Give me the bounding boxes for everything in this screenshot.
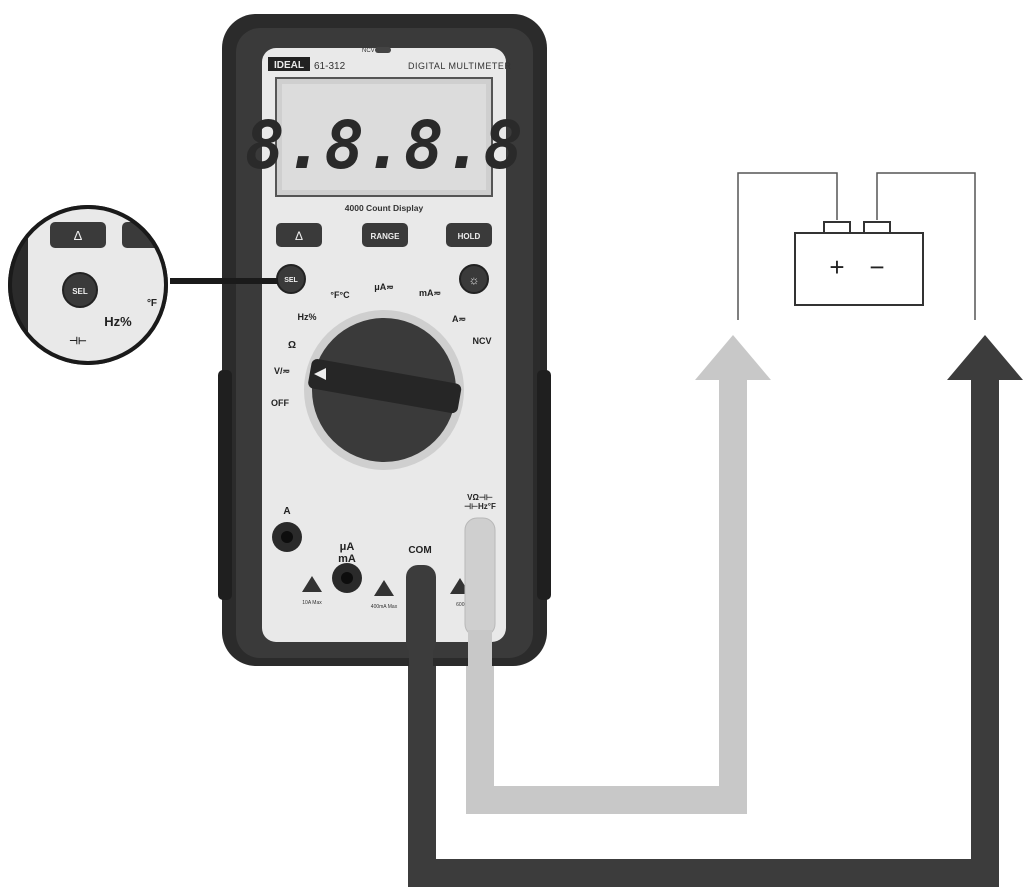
dial-label-off: OFF — [271, 398, 289, 408]
battery: + − — [737, 172, 976, 320]
brand-logo — [268, 57, 310, 71]
dial-label-ncv: NCV — [472, 336, 491, 346]
ncv-led — [375, 47, 391, 53]
jack-label-amps: A — [283, 506, 290, 517]
dial-label-ma: mA≂ — [419, 288, 441, 298]
lcd-reading: 8.8.8.8 — [245, 107, 523, 184]
jack-label-volts: VΩ⊣⊢⊣⊢Hz°F — [464, 492, 496, 511]
dial-pointer-arrow — [314, 368, 326, 380]
zoom-inset: Δ SEL Hz% °F ⊣⊢ — [8, 205, 168, 365]
inset-temp-label: °F — [147, 298, 157, 309]
backlight-button[interactable] — [459, 264, 489, 294]
com-lead-plug — [406, 565, 436, 655]
ncv-indicator-label: NCV — [362, 48, 375, 54]
warning-icon-center — [374, 580, 394, 596]
inset-delta-button — [50, 222, 106, 248]
battery-minus-label: − — [869, 252, 884, 282]
range-button-label: RANGE — [371, 232, 401, 241]
battery-body — [794, 232, 924, 306]
backlight-icon: ☼ — [469, 273, 480, 287]
dial-label-ua: μA≂ — [374, 282, 394, 292]
sel-button-label: SEL — [284, 277, 298, 284]
battery-terminal-negative — [863, 221, 891, 234]
dial-label-volts: V/≂ — [274, 366, 290, 376]
delta-button[interactable] — [276, 223, 322, 247]
product-name: DIGITAL MULTIMETER — [408, 61, 511, 71]
jack-label-com: COM — [408, 545, 431, 556]
battery-plus-label: + — [829, 252, 844, 282]
count-display-label: 4000 Count Display — [345, 203, 424, 213]
dial-label-temp: °F°C — [330, 290, 350, 300]
dial-label-ohms: Ω — [288, 340, 296, 351]
volts-lead-plug — [464, 517, 496, 637]
inset-sel-button — [62, 272, 98, 308]
inset-hz-label: Hz% — [104, 314, 132, 329]
model-number: 61-312 — [314, 61, 346, 72]
dial-label-amps: A≂ — [452, 314, 466, 324]
battery-terminal-positive — [823, 221, 851, 234]
multimeter: IDEAL 61-312 DIGITAL MULTIMETER NCV 8.8.… — [218, 14, 551, 720]
brand-name: IDEAL — [274, 60, 304, 71]
warning-right: 600V — [456, 602, 468, 608]
dial-label-hz: Hz% — [297, 312, 316, 322]
lcd-screen — [282, 84, 486, 190]
inset-sel-label: SEL — [72, 287, 88, 296]
delta-button-label: Δ — [295, 229, 303, 243]
inset-diode-label: ⊣⊢ — [69, 336, 87, 347]
warning-center: 400mA Max — [371, 604, 398, 610]
hold-button[interactable] — [446, 223, 492, 247]
dark-lead-arrow — [408, 335, 1023, 887]
hold-button-label: HOLD — [458, 232, 481, 241]
inset-delta-label: Δ — [74, 228, 83, 243]
dial-pointer — [308, 359, 462, 414]
range-button[interactable] — [362, 223, 408, 247]
warning-icon-left — [302, 576, 322, 592]
warning-left: 10A Max — [302, 600, 322, 606]
